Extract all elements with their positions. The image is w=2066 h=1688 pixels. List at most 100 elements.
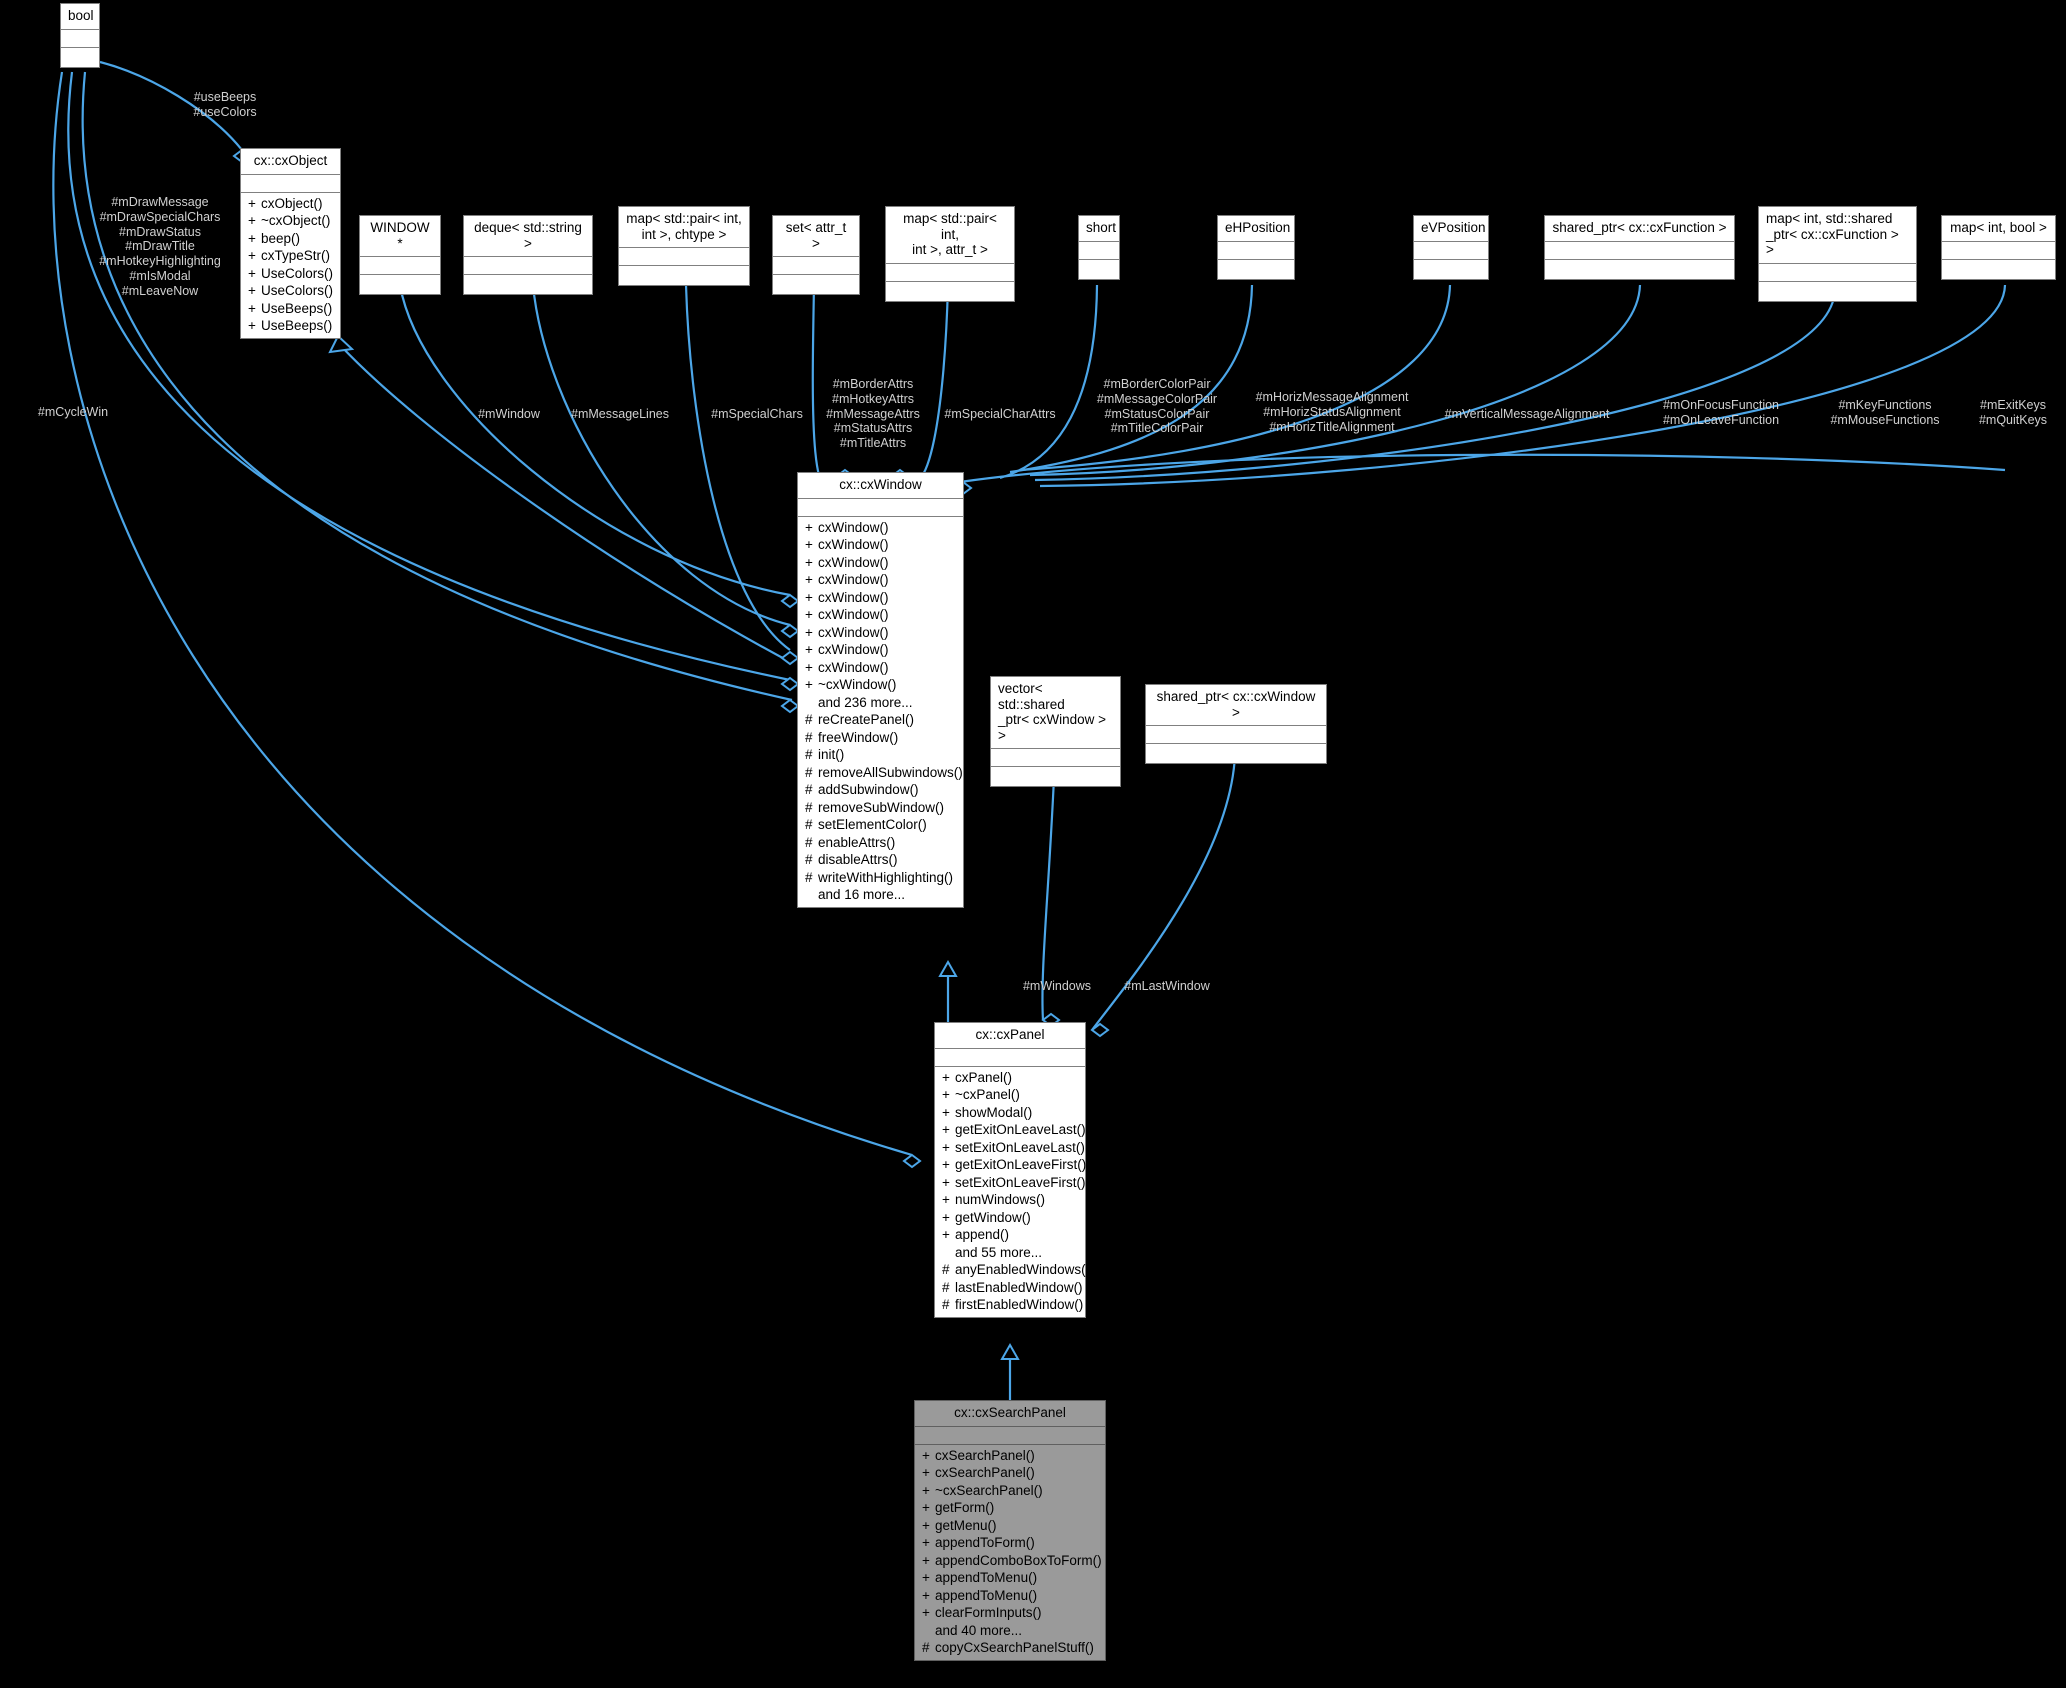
class-member-row: +getWindow() (935, 1209, 1085, 1227)
member-visibility: # (942, 1279, 950, 1295)
compartment-ops (1079, 260, 1119, 279)
node-cxsearchpanel-title: cx::cxSearchPanel (915, 1401, 1105, 1427)
member-name: copyCxSearchPanelStuff() (935, 1640, 1094, 1656)
member-visibility: # (805, 764, 813, 780)
member-name: enableAttrs() (818, 834, 896, 850)
node-cxpanel-title: cx::cxPanel (935, 1023, 1085, 1049)
member-name: cxWindow() (818, 642, 889, 658)
class-member-row: +getForm() (915, 1499, 1105, 1517)
compartment-attrs (1146, 726, 1326, 745)
class-member-row: +~cxPanel() (935, 1086, 1085, 1104)
node-deque-string[interactable]: deque< std::string > (463, 215, 593, 296)
class-member-row: +~cxSearchPanel() (915, 1482, 1105, 1500)
member-name: cxWindow() (818, 659, 889, 675)
class-member-row: and 236 more... (798, 694, 963, 712)
member-name: lastEnabledWindow() (955, 1279, 1083, 1295)
class-member-row: +getExitOnLeaveLast() (935, 1121, 1086, 1139)
class-member-row: #init() (798, 746, 963, 764)
member-visibility: + (805, 659, 813, 675)
member-visibility: + (805, 572, 813, 588)
node-bool[interactable]: bool (60, 3, 100, 68)
compartment-attrs (1079, 242, 1119, 260)
member-visibility: + (805, 607, 813, 623)
member-name: getExitOnLeaveLast() (955, 1122, 1086, 1138)
member-visibility: + (942, 1104, 950, 1120)
member-name: and 40 more... (935, 1622, 1023, 1638)
node-map-int-shared-cxfunction[interactable]: map< int, std::shared _ptr< cx::cxFuncti… (1758, 206, 1917, 302)
member-name: freeWindow() (818, 729, 899, 745)
node-ehposition[interactable]: eHPosition (1217, 215, 1295, 280)
member-visibility: + (805, 589, 813, 605)
node-cxpanel-ops: +cxPanel()+~cxPanel()+showModal()+getExi… (935, 1067, 1090, 1317)
node-vector-shared-cxwindow[interactable]: vector< std::shared _ptr< cxWindow > > (990, 676, 1121, 788)
node-set-attr-t[interactable]: set< attr_t > (772, 215, 860, 296)
member-name: cxWindow() (818, 554, 889, 570)
class-member-row: #copyCxSearchPanelStuff() (915, 1639, 1105, 1657)
node-cxpanel-attrs (935, 1049, 1085, 1067)
member-name: UseColors() (261, 283, 334, 299)
node-cxsearchpanel[interactable]: cx::cxSearchPanel +cxSearchPanel()+cxSea… (914, 1400, 1106, 1661)
member-name: getWindow() (955, 1209, 1031, 1225)
member-name: reCreatePanel() (818, 712, 915, 728)
node-map-pair-attr-t[interactable]: map< std::pair< int, int >, attr_t > (885, 206, 1015, 302)
member-visibility: + (922, 1465, 930, 1481)
class-member-row: +clearFormInputs() (915, 1604, 1105, 1622)
node-window-ptr[interactable]: WINDOW * (359, 215, 441, 296)
node-short[interactable]: short (1078, 215, 1120, 280)
member-visibility: # (805, 869, 813, 885)
member-name: setElementColor() (818, 817, 927, 833)
node-vector-shared-cxwindow-title: vector< std::shared _ptr< cxWindow > > (991, 677, 1120, 750)
node-shared-ptr-cxwindow[interactable]: shared_ptr< cx::cxWindow > (1145, 684, 1327, 765)
member-visibility: + (248, 265, 256, 281)
node-window-ptr-title: WINDOW * (360, 216, 440, 258)
class-member-row: +UseBeeps() (241, 300, 340, 318)
compartment-attrs (1759, 264, 1916, 282)
node-map-pair-chtype[interactable]: map< std::pair< int, int >, chtype > (618, 206, 750, 287)
member-name: cxSearchPanel() (935, 1465, 1035, 1481)
compartment-ops (886, 282, 1014, 301)
compartment-ops (619, 266, 749, 285)
edge-label-m-horiz-alignment: #mHorizMessageAlignment #mHorizStatusAli… (1255, 390, 1409, 434)
class-member-row: +numWindows() (935, 1191, 1085, 1209)
member-visibility: # (942, 1297, 950, 1313)
node-cxwindow-title: cx::cxWindow (798, 473, 963, 499)
node-cxpanel[interactable]: cx::cxPanel +cxPanel()+~cxPanel()+showMo… (934, 1022, 1090, 1318)
compartment-ops (360, 275, 440, 294)
member-visibility: + (922, 1447, 930, 1463)
node-cxobject[interactable]: cx::cxObject +cxObject()+~cxObject()+bee… (240, 148, 341, 339)
node-shared-ptr-cxfunction[interactable]: shared_ptr< cx::cxFunction > (1544, 215, 1735, 280)
member-visibility: + (248, 283, 256, 299)
member-name: UseBeeps() (261, 318, 333, 334)
node-cxwindow[interactable]: cx::cxWindow +cxWindow()+cxWindow()+cxWi… (797, 472, 964, 908)
member-visibility: # (805, 799, 813, 815)
edge-label-m-windows: #mWindows (1022, 979, 1092, 993)
class-member-row: +getMenu() (915, 1517, 1105, 1535)
member-name: append() (955, 1227, 1010, 1243)
member-name: cxObject() (261, 195, 323, 211)
edge-label-m-attrs: #mBorderAttrs #mHotkeyAttrs #mMessageAtt… (826, 377, 920, 450)
node-cxwindow-attrs (798, 499, 963, 517)
node-ehposition-title: eHPosition (1218, 216, 1294, 242)
class-member-row: +beep() (241, 230, 340, 248)
member-name: cxWindow() (818, 519, 889, 535)
member-visibility: + (942, 1069, 950, 1085)
class-member-row: +cxWindow() (798, 571, 963, 589)
class-member-row: and 40 more... (915, 1622, 1105, 1640)
class-member-row: +setExitOnLeaveLast() (935, 1139, 1085, 1157)
member-name: init() (818, 747, 845, 763)
compartment-ops (773, 275, 859, 294)
member-visibility: + (922, 1517, 930, 1533)
node-map-int-bool[interactable]: map< int, bool > (1941, 215, 2056, 280)
member-name: cxWindow() (818, 607, 889, 623)
node-cxsearchpanel-attrs (915, 1427, 1105, 1445)
member-visibility: + (248, 318, 256, 334)
node-shared-ptr-cxfunction-title: shared_ptr< cx::cxFunction > (1545, 216, 1734, 242)
class-member-row: +cxTypeStr() (241, 247, 340, 265)
edge-label-m-focus-leave-function: #mOnFocusFunction #mOnLeaveFunction (1662, 398, 1780, 427)
member-visibility: # (805, 729, 813, 745)
node-deque-string-title: deque< std::string > (464, 216, 592, 258)
class-member-row: #writeWithHighlighting() (798, 869, 963, 887)
node-evposition[interactable]: eVPosition (1413, 215, 1489, 280)
member-visibility: + (248, 248, 256, 264)
